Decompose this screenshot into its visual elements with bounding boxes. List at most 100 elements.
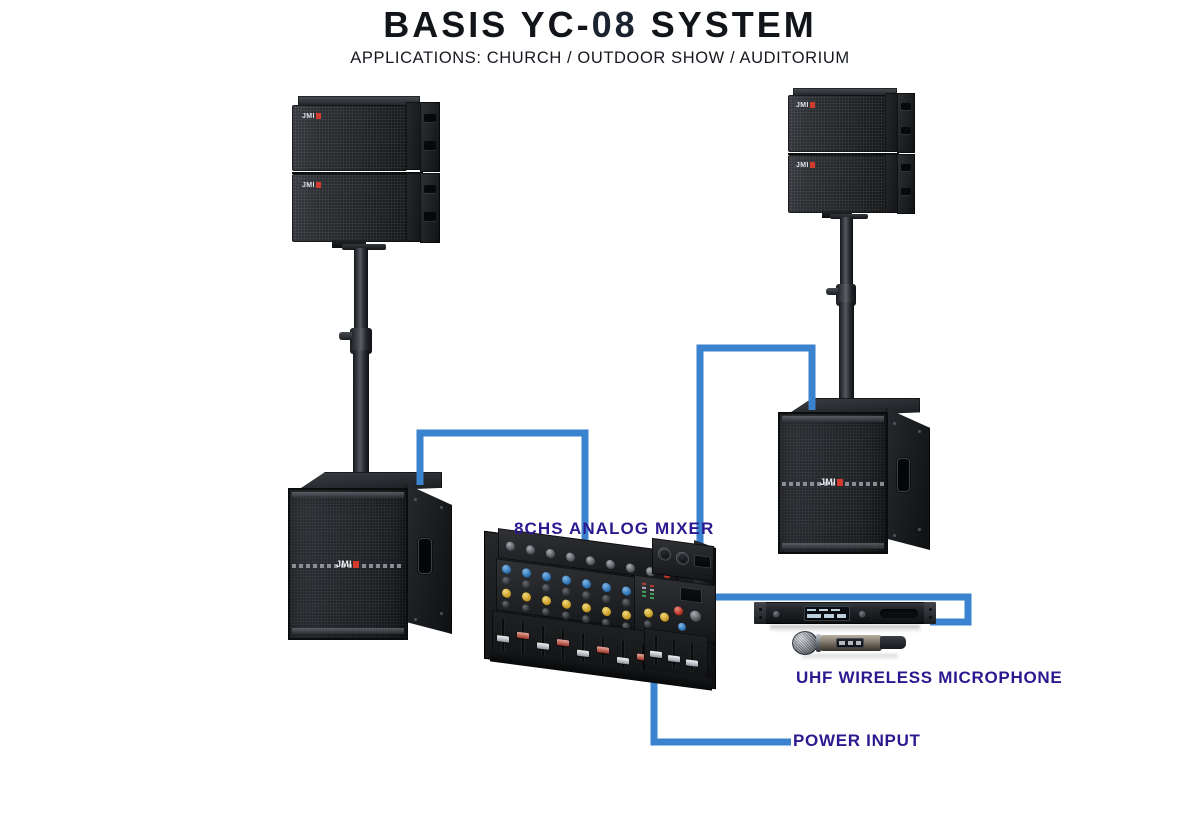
mixer-eq-knob-low[interactable] bbox=[542, 595, 551, 606]
display-channel bbox=[824, 614, 834, 618]
speaker-brand-logo: JMI bbox=[796, 102, 815, 109]
mixer-eq-knob-high[interactable] bbox=[562, 575, 571, 586]
mixer-channel-fader[interactable] bbox=[577, 649, 589, 658]
mixer-eq-knob-high[interactable] bbox=[502, 564, 511, 575]
mixer-eq-knob-low[interactable] bbox=[522, 591, 531, 603]
page-title-number: 08 bbox=[591, 4, 638, 45]
mixer-eq-knob-low[interactable] bbox=[602, 606, 611, 617]
receiver-power-knob[interactable] bbox=[772, 610, 781, 619]
subwoofer-grille-rail-bottom bbox=[782, 543, 884, 549]
cabinet-screw bbox=[414, 618, 417, 621]
mixer-eq-knob-mid[interactable] bbox=[542, 583, 551, 594]
stand-height-clamp bbox=[836, 284, 856, 306]
cabinet-screw bbox=[918, 430, 921, 433]
speaker-stand-right bbox=[808, 214, 888, 420]
mixer-return-knob[interactable] bbox=[644, 607, 653, 619]
mixer-effect-select-knob[interactable] bbox=[674, 605, 683, 617]
mixer-gain-knob[interactable] bbox=[606, 559, 615, 570]
speaker-side-panel bbox=[406, 173, 423, 242]
mixer-eq-knob-mid[interactable] bbox=[562, 587, 571, 598]
mixer-aux-knob[interactable] bbox=[502, 600, 510, 610]
mixer-eq-knob-low[interactable] bbox=[502, 588, 511, 599]
mixer-master-knob[interactable] bbox=[690, 609, 701, 623]
line-array-speaker-left-top: JMI bbox=[292, 96, 442, 172]
mixer-xlr-jack[interactable] bbox=[658, 546, 671, 562]
wire-mixer-to-power bbox=[650, 679, 791, 746]
mixer-master-fader-slot[interactable] bbox=[672, 638, 676, 669]
mixer-master-fader[interactable] bbox=[686, 659, 698, 667]
mixer-channel-fader[interactable] bbox=[617, 656, 629, 665]
mixer-gain-knob[interactable] bbox=[546, 548, 555, 559]
label-power-input: POWER INPUT bbox=[793, 731, 921, 750]
mixer-usb-knob[interactable] bbox=[678, 622, 686, 632]
line-array-speaker-right-bottom: JMI bbox=[788, 153, 916, 218]
line-array-speaker-left-bottom: JMI bbox=[292, 172, 442, 248]
mixer-eq-knob-mid[interactable] bbox=[602, 594, 611, 605]
mixer-xlr-jack[interactable] bbox=[676, 551, 689, 566]
mixer-channel-fader[interactable] bbox=[517, 631, 529, 640]
mixer-eq-knob-mid[interactable] bbox=[582, 590, 591, 601]
mixer-master-fader[interactable] bbox=[650, 650, 662, 659]
stand-clamp-knob[interactable] bbox=[826, 288, 838, 295]
mixer-eq-knob-mid[interactable] bbox=[522, 579, 531, 591]
rack-ear-hole bbox=[759, 615, 763, 619]
mixer-level-led bbox=[642, 594, 646, 598]
mixer-eq-knob-low[interactable] bbox=[562, 599, 571, 610]
mixer-channel-fader[interactable] bbox=[537, 642, 549, 650]
mixer-return-knob[interactable] bbox=[660, 612, 669, 623]
mixer-gain-knob[interactable] bbox=[526, 544, 535, 556]
mixer-master-fader-slot[interactable] bbox=[690, 641, 694, 673]
mixer-gain-knob[interactable] bbox=[566, 552, 575, 563]
subwoofer-side-handle bbox=[418, 538, 432, 574]
mixer-gain-knob[interactable] bbox=[506, 541, 515, 552]
display-segment bbox=[807, 609, 816, 611]
rack-ear-hole bbox=[759, 607, 763, 611]
receiver-volume-knob[interactable] bbox=[858, 610, 867, 619]
mixer-channel-fader[interactable] bbox=[597, 646, 609, 654]
mixer-display bbox=[694, 554, 711, 569]
mixer-eq-knob-low[interactable] bbox=[582, 602, 591, 613]
mixer-eq-knob-mid[interactable] bbox=[622, 598, 631, 609]
speaker-grille-face bbox=[788, 95, 886, 152]
mixer-level-led bbox=[642, 586, 646, 590]
receiver-reflection bbox=[770, 625, 920, 632]
mixer-level-led bbox=[650, 596, 654, 600]
mixer-eq-knob-high[interactable] bbox=[522, 567, 531, 579]
cabinet-screw bbox=[893, 422, 896, 425]
stand-clamp-knob[interactable] bbox=[339, 332, 352, 340]
mixer-eq-knob-high[interactable] bbox=[582, 578, 591, 589]
mixer-eq-knob-mid[interactable] bbox=[502, 576, 511, 587]
cabinet-screw bbox=[440, 612, 443, 615]
mixer-eq-knob-high[interactable] bbox=[622, 586, 631, 597]
rack-ear-hole bbox=[929, 607, 933, 611]
mixer-aux-knob[interactable] bbox=[542, 607, 550, 617]
receiver-rack-ear-right bbox=[924, 602, 936, 624]
speaker-brand-logo: JMI bbox=[796, 162, 815, 169]
speaker-side-panel bbox=[885, 93, 899, 152]
mixer-channel-fader[interactable] bbox=[497, 635, 509, 643]
mic-collar-ring bbox=[816, 634, 821, 652]
line-array-speaker-right-top: JMI bbox=[788, 88, 916, 153]
mixer-gain-knob[interactable] bbox=[586, 555, 595, 566]
mixer-level-led bbox=[650, 588, 654, 592]
mixer-master-fader[interactable] bbox=[668, 654, 680, 663]
speaker-grille-face bbox=[788, 155, 886, 213]
stand-upper-tube bbox=[840, 217, 853, 297]
page-title-pre: BASIS YC- bbox=[383, 4, 592, 45]
mixer-gain-knob[interactable] bbox=[626, 563, 635, 574]
display-segment bbox=[831, 609, 840, 611]
cabinet-screw bbox=[414, 498, 417, 501]
mixer-eq-knob-low[interactable] bbox=[622, 610, 631, 621]
stand-height-clamp bbox=[350, 328, 372, 354]
mixer-eq-knob-high[interactable] bbox=[602, 582, 611, 593]
mixer-aux-knob[interactable] bbox=[522, 603, 530, 613]
receiver-display bbox=[804, 606, 850, 621]
mixer-eq-knob-high[interactable] bbox=[542, 571, 551, 582]
subwoofer-grille-rail-top bbox=[292, 492, 404, 498]
mic-display-segment bbox=[839, 641, 845, 645]
mic-display-window bbox=[836, 638, 864, 648]
mixer-channel-fader[interactable] bbox=[557, 638, 569, 647]
stand-lower-tube bbox=[839, 302, 854, 420]
